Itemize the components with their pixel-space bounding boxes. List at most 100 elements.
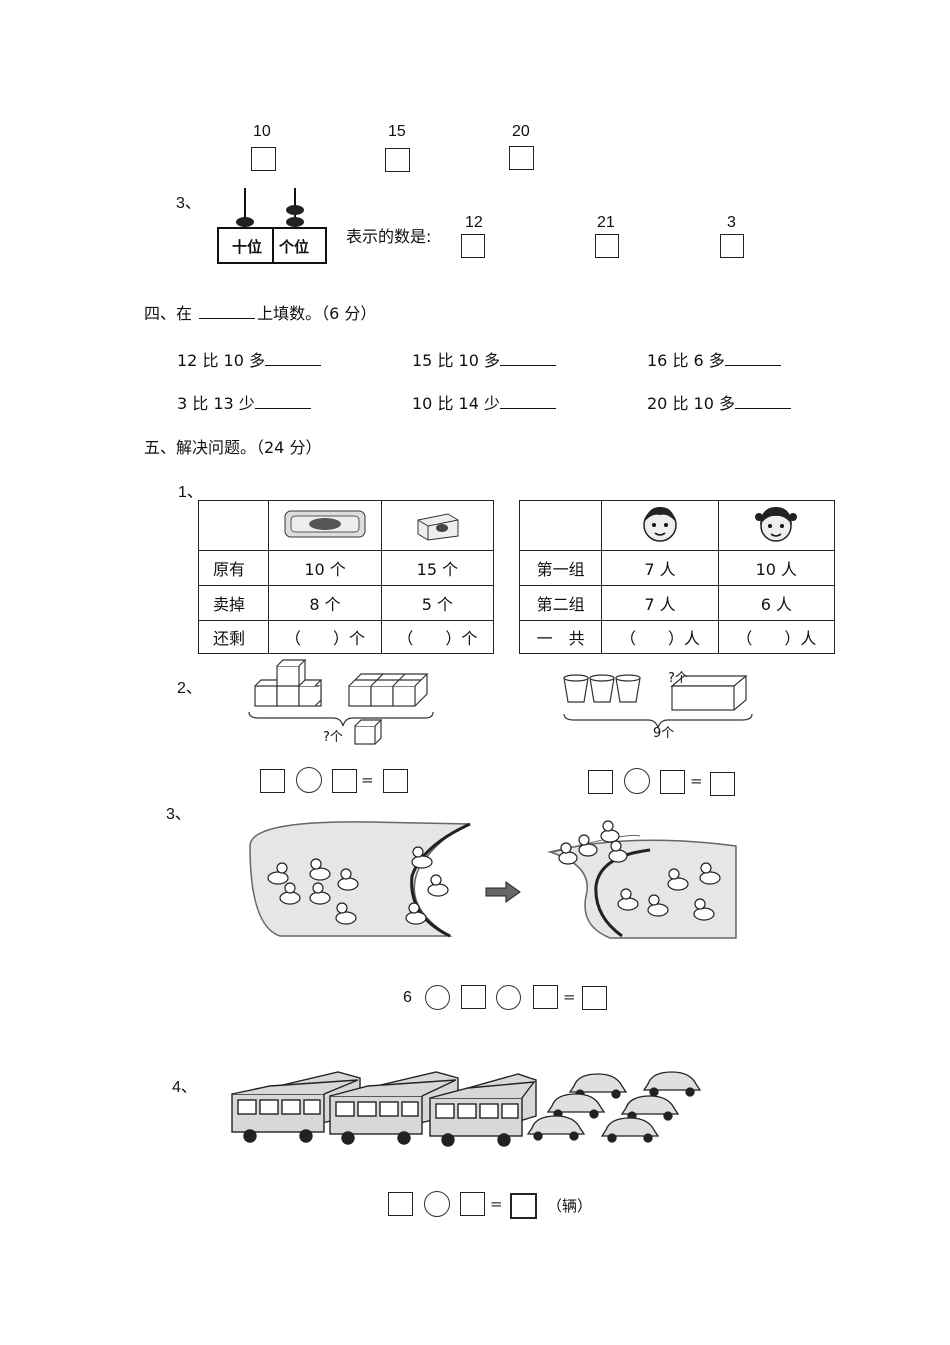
buses-cars-illustration xyxy=(231,1071,702,1147)
answer-box[interactable] xyxy=(388,1192,413,1216)
fill-item: 20 比 10 多 xyxy=(647,390,791,414)
boy-face-icon xyxy=(643,506,677,542)
answer-box[interactable] xyxy=(385,148,410,172)
option-label: 12 xyxy=(465,214,483,231)
answer-box[interactable] xyxy=(710,772,735,796)
header-cell xyxy=(717,500,836,551)
operator-circle[interactable] xyxy=(296,767,322,793)
total-label: 9个 xyxy=(653,726,675,741)
fill-blank[interactable] xyxy=(734,394,791,409)
item-text: 20 比 10 多 xyxy=(647,394,735,413)
option-label: 3 xyxy=(727,214,736,231)
operator-circle[interactable] xyxy=(424,1191,450,1217)
item-text: 15 比 10 多 xyxy=(412,351,500,370)
prompt-text: 表示的数是: xyxy=(346,227,432,246)
section-heading: 四、在 上填数。（6 分） xyxy=(144,300,376,324)
answer-box[interactable] xyxy=(461,234,485,258)
answer-cell[interactable]: （ ）个 xyxy=(268,620,382,654)
fill-item: 10 比 14 少 xyxy=(412,390,556,414)
fill-item: 15 比 10 多 xyxy=(412,347,556,371)
question-number: 1、 xyxy=(178,484,203,501)
header-cell xyxy=(380,500,495,551)
table-cell: 5 个 xyxy=(380,585,495,621)
fill-blank[interactable] xyxy=(499,394,556,409)
pencil-case-icon xyxy=(284,510,366,537)
cubes-illustration xyxy=(248,659,434,745)
table-cell: 8 个 xyxy=(268,585,382,621)
answer-box[interactable] xyxy=(383,769,408,793)
value-label-2: 15 xyxy=(388,123,406,140)
question-number: 3、 xyxy=(176,195,201,212)
row-label: 还剩 xyxy=(197,620,270,654)
answer-box[interactable] xyxy=(509,146,534,170)
table-cell: 7 人 xyxy=(601,550,719,586)
abacus-icon xyxy=(217,188,327,264)
option-label: 21 xyxy=(597,214,615,231)
answer-cell[interactable]: （ ）人 xyxy=(717,620,836,654)
item-text: 16 比 6 多 xyxy=(647,351,725,370)
fill-blank[interactable] xyxy=(264,351,321,366)
heading-text: 上填数。（6 分） xyxy=(257,304,377,323)
operator-circle[interactable] xyxy=(624,768,650,794)
row-label: 第二组 xyxy=(518,585,603,621)
row-label: 第一组 xyxy=(518,550,603,586)
equals-sign: = xyxy=(490,1195,503,1213)
row-label: 一 共 xyxy=(518,620,603,654)
answer-box[interactable] xyxy=(588,770,613,794)
ones-place-label: 个位 xyxy=(279,238,310,256)
header-cell xyxy=(268,500,382,551)
fill-item: 12 比 10 多 xyxy=(177,347,321,371)
answer-box[interactable] xyxy=(510,1193,537,1219)
groups-table: 第一组 7 人 10 人 第二组 7 人 6 人 一 共 （ ）人 （ ）人 xyxy=(518,500,836,654)
question-number: 3、 xyxy=(166,806,191,823)
section-heading: 五、解决问题。（24 分） xyxy=(144,438,322,457)
header-cell xyxy=(518,500,603,551)
heading-text: 四、在 xyxy=(144,304,193,323)
answer-box[interactable] xyxy=(332,769,357,793)
start-number: 6 xyxy=(403,989,412,1006)
girl-face-icon xyxy=(755,506,798,542)
equals-sign: = xyxy=(690,772,703,790)
fill-item: 3 比 13 少 xyxy=(177,390,311,414)
fill-blank[interactable] xyxy=(499,351,556,366)
answer-box[interactable] xyxy=(460,1192,485,1216)
answer-box[interactable] xyxy=(595,234,619,258)
answer-box[interactable] xyxy=(461,985,486,1009)
answer-box[interactable] xyxy=(582,986,607,1010)
answer-box[interactable] xyxy=(660,770,685,794)
value-label-3: 20 xyxy=(512,123,530,140)
ducks-pond-illustration xyxy=(249,820,737,939)
value-label-1: 10 xyxy=(253,123,271,140)
operator-circle[interactable] xyxy=(425,985,450,1010)
answer-cell[interactable]: （ ）个 xyxy=(380,620,495,654)
fill-blank[interactable] xyxy=(724,351,781,366)
answer-box[interactable] xyxy=(251,147,276,171)
answer-cell[interactable]: （ ）人 xyxy=(601,620,719,654)
blank-line xyxy=(199,304,256,319)
equals-sign: = xyxy=(361,771,374,789)
fill-blank[interactable] xyxy=(254,394,311,409)
operator-circle[interactable] xyxy=(496,985,521,1010)
cups-box-illustration xyxy=(563,674,753,729)
sales-table: 原有 10 个 15 个 卖掉 8 个 5 个 还剩 （ ）个 （ ）个 xyxy=(197,500,495,654)
question-number: 4、 xyxy=(172,1079,197,1096)
item-text: 3 比 13 少 xyxy=(177,394,255,413)
item-text: 10 比 14 少 xyxy=(412,394,500,413)
table-cell: 7 人 xyxy=(601,585,719,621)
answer-box[interactable] xyxy=(533,985,558,1009)
answer-box[interactable] xyxy=(260,769,285,793)
header-cell xyxy=(197,500,270,551)
fill-item: 16 比 6 多 xyxy=(647,347,781,371)
sharpener-box-icon xyxy=(417,512,459,541)
header-cell xyxy=(601,500,719,551)
table-cell: 10 个 xyxy=(268,550,382,586)
tens-place-label: 十位 xyxy=(232,238,263,256)
unknown-count-label: ?个 xyxy=(323,730,343,745)
unit-label: （辆） xyxy=(547,1197,593,1215)
row-label: 原有 xyxy=(197,550,270,586)
equals-sign: = xyxy=(563,988,576,1006)
table-cell: 10 人 xyxy=(717,550,836,586)
row-label: 卖掉 xyxy=(197,585,270,621)
question-number: 2、 xyxy=(177,680,202,697)
answer-box[interactable] xyxy=(720,234,744,258)
